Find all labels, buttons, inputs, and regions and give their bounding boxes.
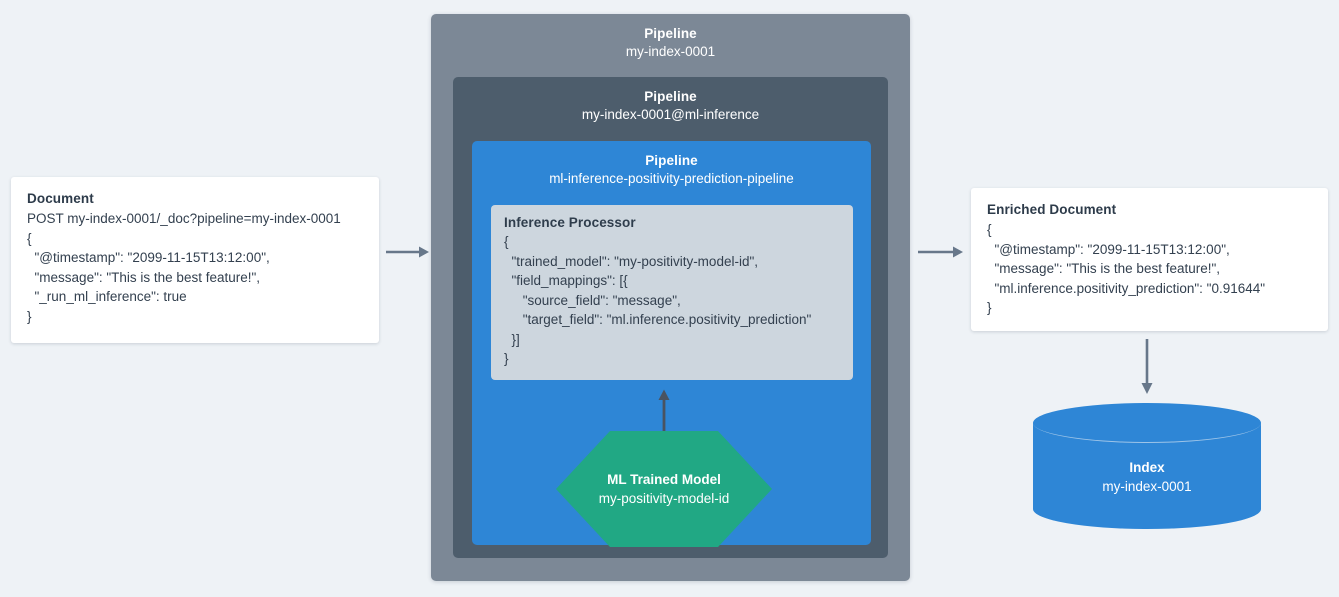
input-document-line-4: "_run_ml_inference": true bbox=[27, 289, 187, 304]
pipeline-inner-kind: Pipeline bbox=[645, 153, 698, 168]
index-kind: Index bbox=[1129, 460, 1165, 475]
pipeline-inner-header: Pipeline ml-inference-positivity-predict… bbox=[472, 141, 871, 188]
arrow-pipeline-to-enriched-document-icon bbox=[918, 245, 964, 259]
inference-processor-line-3: "source_field": "message", bbox=[504, 292, 681, 308]
pipeline-outer-kind: Pipeline bbox=[644, 26, 697, 41]
input-document-card: Document POST my-index-0001/_doc?pipelin… bbox=[11, 177, 379, 343]
pipeline-inner-box: Pipeline ml-inference-positivity-predict… bbox=[472, 141, 871, 547]
arrow-enriched-document-to-index-icon bbox=[1140, 339, 1154, 395]
inference-processor-title: Inference Processor bbox=[504, 215, 636, 230]
pipeline-middle-name: my-index-0001@ml-inference bbox=[581, 107, 760, 122]
pipeline-middle-box: Pipeline my-index-0001@ml-inference Pipe… bbox=[453, 77, 888, 558]
input-document-line-1: { bbox=[27, 230, 32, 246]
enriched-document-line-0: { bbox=[987, 222, 992, 237]
pipeline-middle-kind: Pipeline bbox=[644, 89, 697, 104]
inference-processor-line-2: "field_mappings": [{ bbox=[504, 273, 628, 288]
inference-processor-box: Inference Processor { "trained_model": "… bbox=[491, 205, 853, 380]
enriched-document-title: Enriched Document bbox=[987, 202, 1117, 217]
pipeline-outer-box: Pipeline my-index-0001 Pipeline my-index… bbox=[431, 14, 910, 581]
index-cylinder: Index my-index-0001 bbox=[1033, 403, 1261, 529]
ml-trained-model-kind: ML Trained Model bbox=[607, 471, 721, 487]
inference-processor-line-4: "target_field": "ml.inference.positivity… bbox=[504, 312, 812, 327]
input-document-line-0: POST my-index-0001/_doc?pipeline=my-inde… bbox=[27, 211, 341, 226]
pipeline-outer-header: Pipeline my-index-0001 bbox=[431, 14, 910, 61]
pipeline-inner-name: ml-inference-positivity-prediction-pipel… bbox=[549, 171, 794, 186]
enriched-document-line-4: } bbox=[987, 300, 992, 315]
arrow-model-to-processor-icon bbox=[657, 389, 671, 433]
arrow-document-to-pipeline-icon bbox=[386, 245, 430, 259]
enriched-document-line-3: "ml.inference.positivity_prediction": "0… bbox=[987, 280, 1266, 296]
input-document-title: Document bbox=[27, 191, 94, 206]
index-name: my-index-0001 bbox=[1102, 479, 1192, 494]
ml-trained-model-hexagon: ML Trained Model my-positivity-model-id bbox=[556, 431, 772, 547]
inference-processor-line-0: { bbox=[504, 234, 509, 249]
enriched-document-line-1: "@timestamp": "2099-11-15T13:12:00", bbox=[987, 241, 1230, 257]
enriched-document-line-2: "message": "This is the best feature!", bbox=[987, 261, 1221, 276]
pipeline-middle-header: Pipeline my-index-0001@ml-inference bbox=[453, 77, 888, 124]
input-document-line-3: "message": "This is the best feature!", bbox=[27, 269, 261, 285]
index-cylinder-top bbox=[1033, 403, 1261, 443]
enriched-document-card: Enriched Document { "@timestamp": "2099-… bbox=[971, 188, 1328, 331]
inference-processor-line-1: "trained_model": "my-positivity-model-id… bbox=[504, 253, 759, 269]
input-document-line-2: "@timestamp": "2099-11-15T13:12:00", bbox=[27, 250, 270, 265]
pipeline-outer-name: my-index-0001 bbox=[625, 44, 716, 59]
inference-processor-line-5: }] bbox=[504, 331, 520, 347]
ml-trained-model-name: my-positivity-model-id bbox=[598, 490, 730, 506]
input-document-line-5: } bbox=[27, 308, 32, 324]
inference-processor-line-6: } bbox=[504, 351, 509, 366]
index-cylinder-label: Index my-index-0001 bbox=[1033, 459, 1261, 496]
